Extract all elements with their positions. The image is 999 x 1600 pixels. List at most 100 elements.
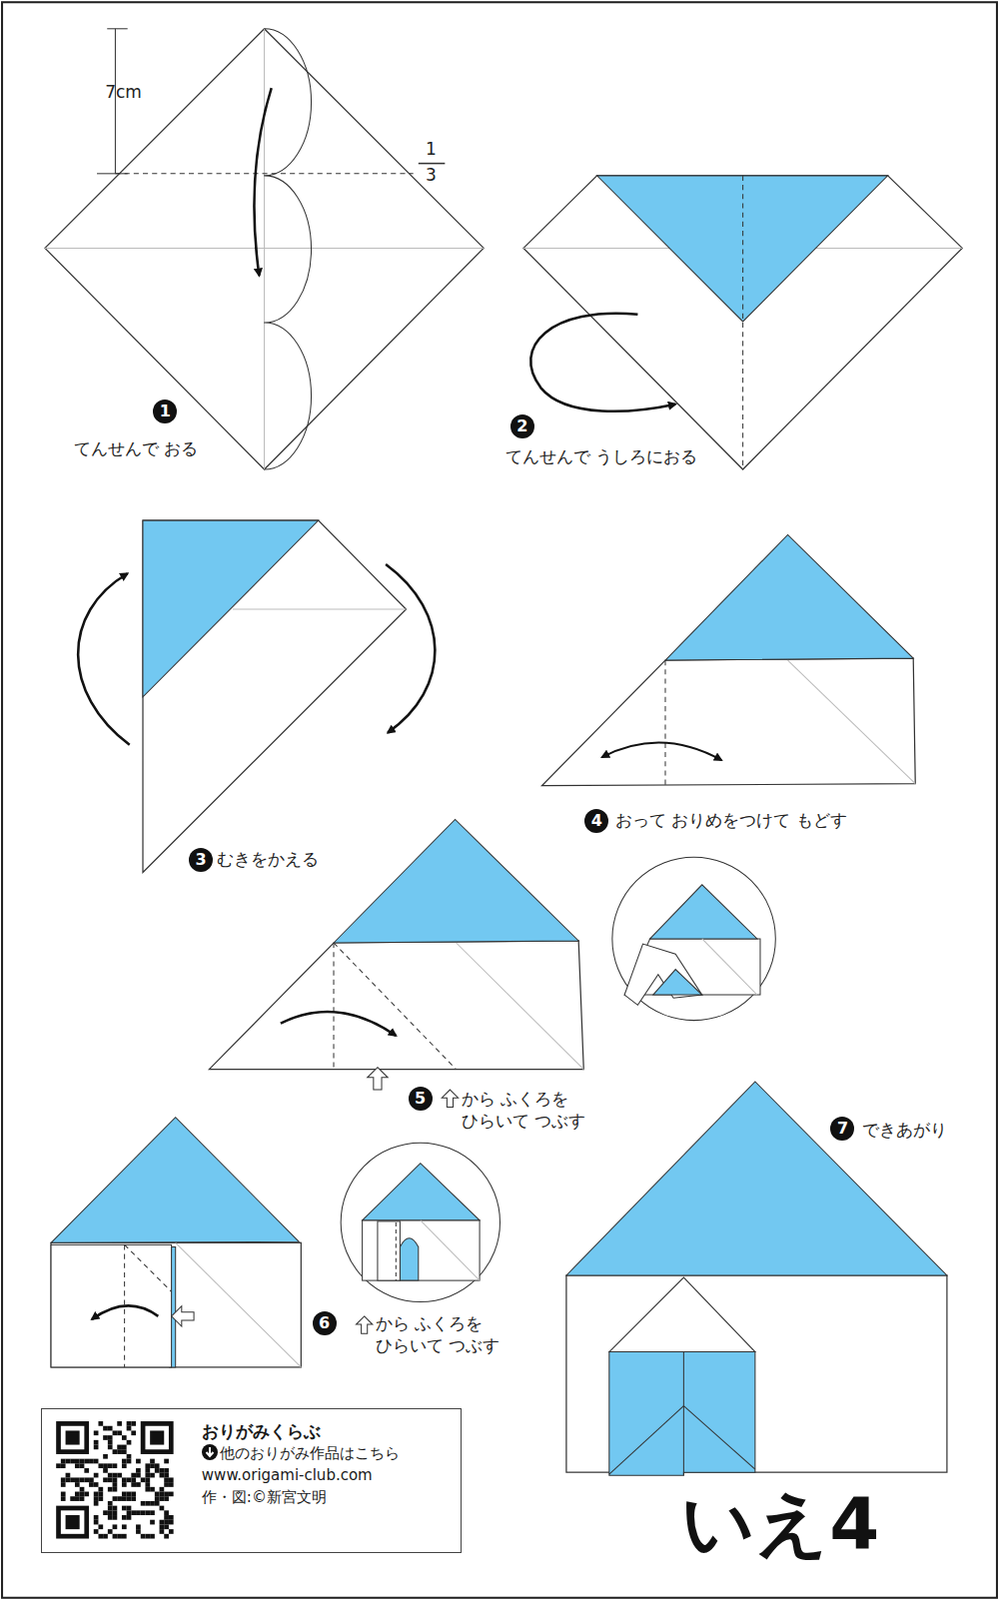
qr-code-part (159, 1529, 165, 1535)
step-caption: てんせんで うしろにおる (505, 446, 698, 467)
finished-house-part (609, 1277, 756, 1353)
qr-code-part (168, 1520, 174, 1526)
qr-code-part (65, 1459, 71, 1465)
qr-code-part (102, 1463, 108, 1469)
qr-code-part (93, 1496, 99, 1502)
qr-code-part (144, 1468, 150, 1474)
qr-code-part (112, 1510, 118, 1516)
qr-code-part (130, 1430, 136, 1436)
qr-code-part (102, 1454, 108, 1460)
qr-code-part (130, 1496, 136, 1502)
qr-code-part (58, 1508, 87, 1537)
qr-code-part (144, 1510, 150, 1516)
qr-code-part (163, 1520, 169, 1526)
step5-figure (208, 819, 584, 1107)
qr-code-part (107, 1445, 113, 1451)
qr-code-part (88, 1459, 94, 1465)
qr-code-part (107, 1510, 113, 1516)
qr-code-part (140, 1477, 146, 1483)
credit-box: おりがみくらぶ他のおりがみ作品はこちらwww.origami-club.com作… (40, 1408, 462, 1554)
qr-code-part (102, 1477, 108, 1483)
qr-code-part (107, 1463, 113, 1469)
qr-code-part (168, 1482, 174, 1488)
qr-code-part (149, 1501, 155, 1507)
qr-code-part (121, 1534, 127, 1540)
qr-code-part (102, 1510, 108, 1516)
qr-code-part (79, 1463, 85, 1469)
qr-code-part (126, 1440, 132, 1446)
credit-text: おりがみくらぶ (201, 1421, 321, 1442)
qr-code-part (163, 1524, 169, 1530)
qr-code-part (135, 1529, 141, 1535)
qr-code-part (121, 1482, 127, 1488)
qr-code-part (126, 1510, 132, 1516)
qr-code-part (55, 1463, 61, 1469)
step6-inset-part (362, 1163, 480, 1221)
step3-figure-part (232, 608, 407, 610)
qr-code-part (168, 1529, 174, 1535)
qr-code-part (163, 1459, 169, 1465)
step6-inset-part (340, 1142, 500, 1302)
credit-row: www.origami-club.com (201, 1465, 455, 1488)
qr-code-part (140, 1534, 146, 1540)
qr-code-part (112, 1524, 118, 1530)
qr-code-part (126, 1496, 132, 1502)
qr-code-part (154, 1468, 160, 1474)
qr-code-part (65, 1473, 71, 1479)
qr-code-part (142, 1423, 171, 1452)
qr-code-part (121, 1496, 127, 1502)
step1-figure-part (96, 172, 128, 174)
qr-code-part (121, 1506, 127, 1512)
qr-code-part (107, 1426, 113, 1432)
qr-code-part (149, 1510, 155, 1516)
qr-code-part (144, 1487, 150, 1493)
finished-house-part (683, 1406, 756, 1470)
qr-code-part (107, 1435, 113, 1441)
qr-code-part (93, 1515, 99, 1521)
step6-inset-part (377, 1221, 400, 1281)
qr-code-part (69, 1459, 75, 1465)
qr-code-part (74, 1492, 80, 1498)
qr-code-part (168, 1492, 174, 1498)
qr-code-part (163, 1477, 169, 1483)
qr-code-part (74, 1496, 80, 1502)
qr-code-part (107, 1506, 113, 1512)
step4-figure (541, 534, 916, 786)
qr-code-part (93, 1529, 99, 1535)
qr-code-part (112, 1496, 118, 1502)
credit-text: www.origami-club.com (201, 1466, 373, 1485)
step6-inset-part (420, 1220, 480, 1281)
step-caption: から ふくろを ひらいて つぶす (375, 1312, 526, 1357)
qr-code-part (60, 1459, 66, 1465)
qr-code-part (126, 1454, 132, 1460)
qr-code-part (159, 1473, 165, 1479)
step-caption: てんせんで おる (73, 438, 198, 459)
step1-figure-part (106, 27, 127, 29)
qr-code-part (93, 1492, 99, 1498)
qr-code-part (83, 1459, 89, 1465)
qr-code-part (74, 1459, 80, 1465)
step4-figure-part (665, 534, 914, 661)
step3-figure-part (385, 564, 435, 734)
qr-code-part (65, 1430, 80, 1445)
qr-code-part (163, 1510, 169, 1516)
qr-code-part (79, 1459, 85, 1465)
qr-code-part (149, 1430, 164, 1445)
qr-code-part (93, 1430, 99, 1436)
step1-figure-part (264, 28, 312, 470)
step5-figure-part (333, 819, 579, 944)
qr-code-part (159, 1496, 165, 1502)
qr-code-part (93, 1482, 99, 1488)
qr-code-part (140, 1510, 146, 1516)
qr-code-part (159, 1524, 165, 1530)
qr-code-part (93, 1473, 99, 1479)
qr-code-part (149, 1473, 155, 1479)
qr-code-part (116, 1430, 122, 1436)
qr-code-part (83, 1468, 89, 1474)
qr-code-part (130, 1492, 136, 1498)
step6-inset-part (362, 1220, 480, 1281)
qr-code-part (135, 1510, 141, 1516)
down-icon-arrow (205, 1447, 213, 1457)
